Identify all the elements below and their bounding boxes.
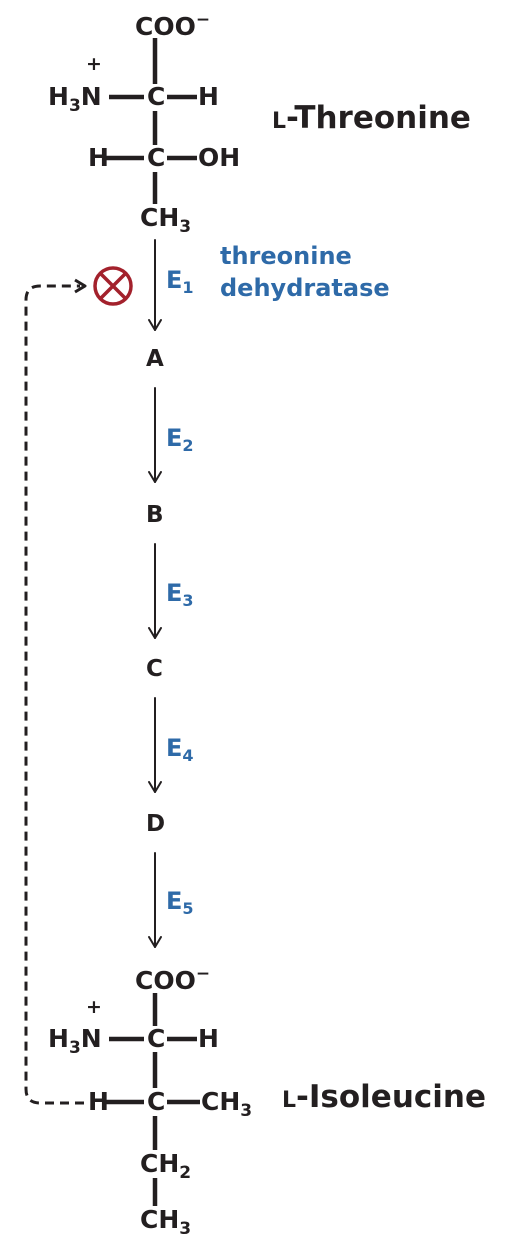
enzyme-e2-label: E2 (166, 424, 194, 455)
thr-hydroxyl: OH (198, 143, 241, 172)
ile-terminal-methyl: CH3 (140, 1205, 192, 1239)
ile-carboxylate: COO− (135, 964, 211, 995)
thr-name: L-Threonine (272, 100, 471, 136)
intermediate-a: A (146, 346, 164, 372)
intermediate-d: D (146, 811, 166, 837)
intermediate-c: C (146, 656, 163, 682)
ile-amine-charge: + (86, 996, 102, 1018)
thr-carboxylate: COO− (135, 10, 211, 41)
ile-beta-hydrogen: H (88, 1087, 109, 1116)
ile-name: L-Isoleucine (282, 1079, 486, 1115)
feedback-arrowhead (74, 278, 87, 294)
reaction-arrow-e4 (148, 697, 162, 793)
reaction-arrow-e1 (148, 239, 162, 331)
inhibition-icon (93, 266, 133, 306)
thr-alpha-hydrogen: H (198, 82, 219, 111)
thr-amine-charge: + (86, 53, 102, 75)
thr-methyl: CH3 (140, 203, 192, 237)
reaction-arrow-e5 (148, 852, 162, 948)
enzyme-e1-label: E1 (166, 266, 194, 297)
enzyme-e5-label: E5 (166, 887, 194, 918)
thr-beta-hydrogen: H (88, 143, 109, 172)
enzyme-e3-label: E3 (166, 579, 194, 610)
ile-methylene: CH2 (140, 1149, 192, 1183)
ile-methyl: CH3 (201, 1087, 253, 1121)
feedback-inhibition-line (24, 284, 84, 1105)
ile-alpha-hydrogen: H (198, 1024, 219, 1053)
ile-alpha-carbon: C (147, 1024, 166, 1053)
thr-alpha-carbon: C (147, 82, 166, 111)
enzyme-e1-name: threonine dehydratase (220, 242, 390, 302)
intermediate-b: B (146, 502, 164, 528)
reaction-arrow-e2 (148, 387, 162, 483)
ile-amine: H3N (48, 1024, 102, 1058)
ile-beta-carbon: C (147, 1087, 166, 1116)
reaction-arrow-e3 (148, 543, 162, 639)
enzyme-e4-label: E4 (166, 734, 194, 765)
thr-amine: H3N (48, 82, 102, 116)
thr-beta-carbon: C (147, 143, 166, 172)
